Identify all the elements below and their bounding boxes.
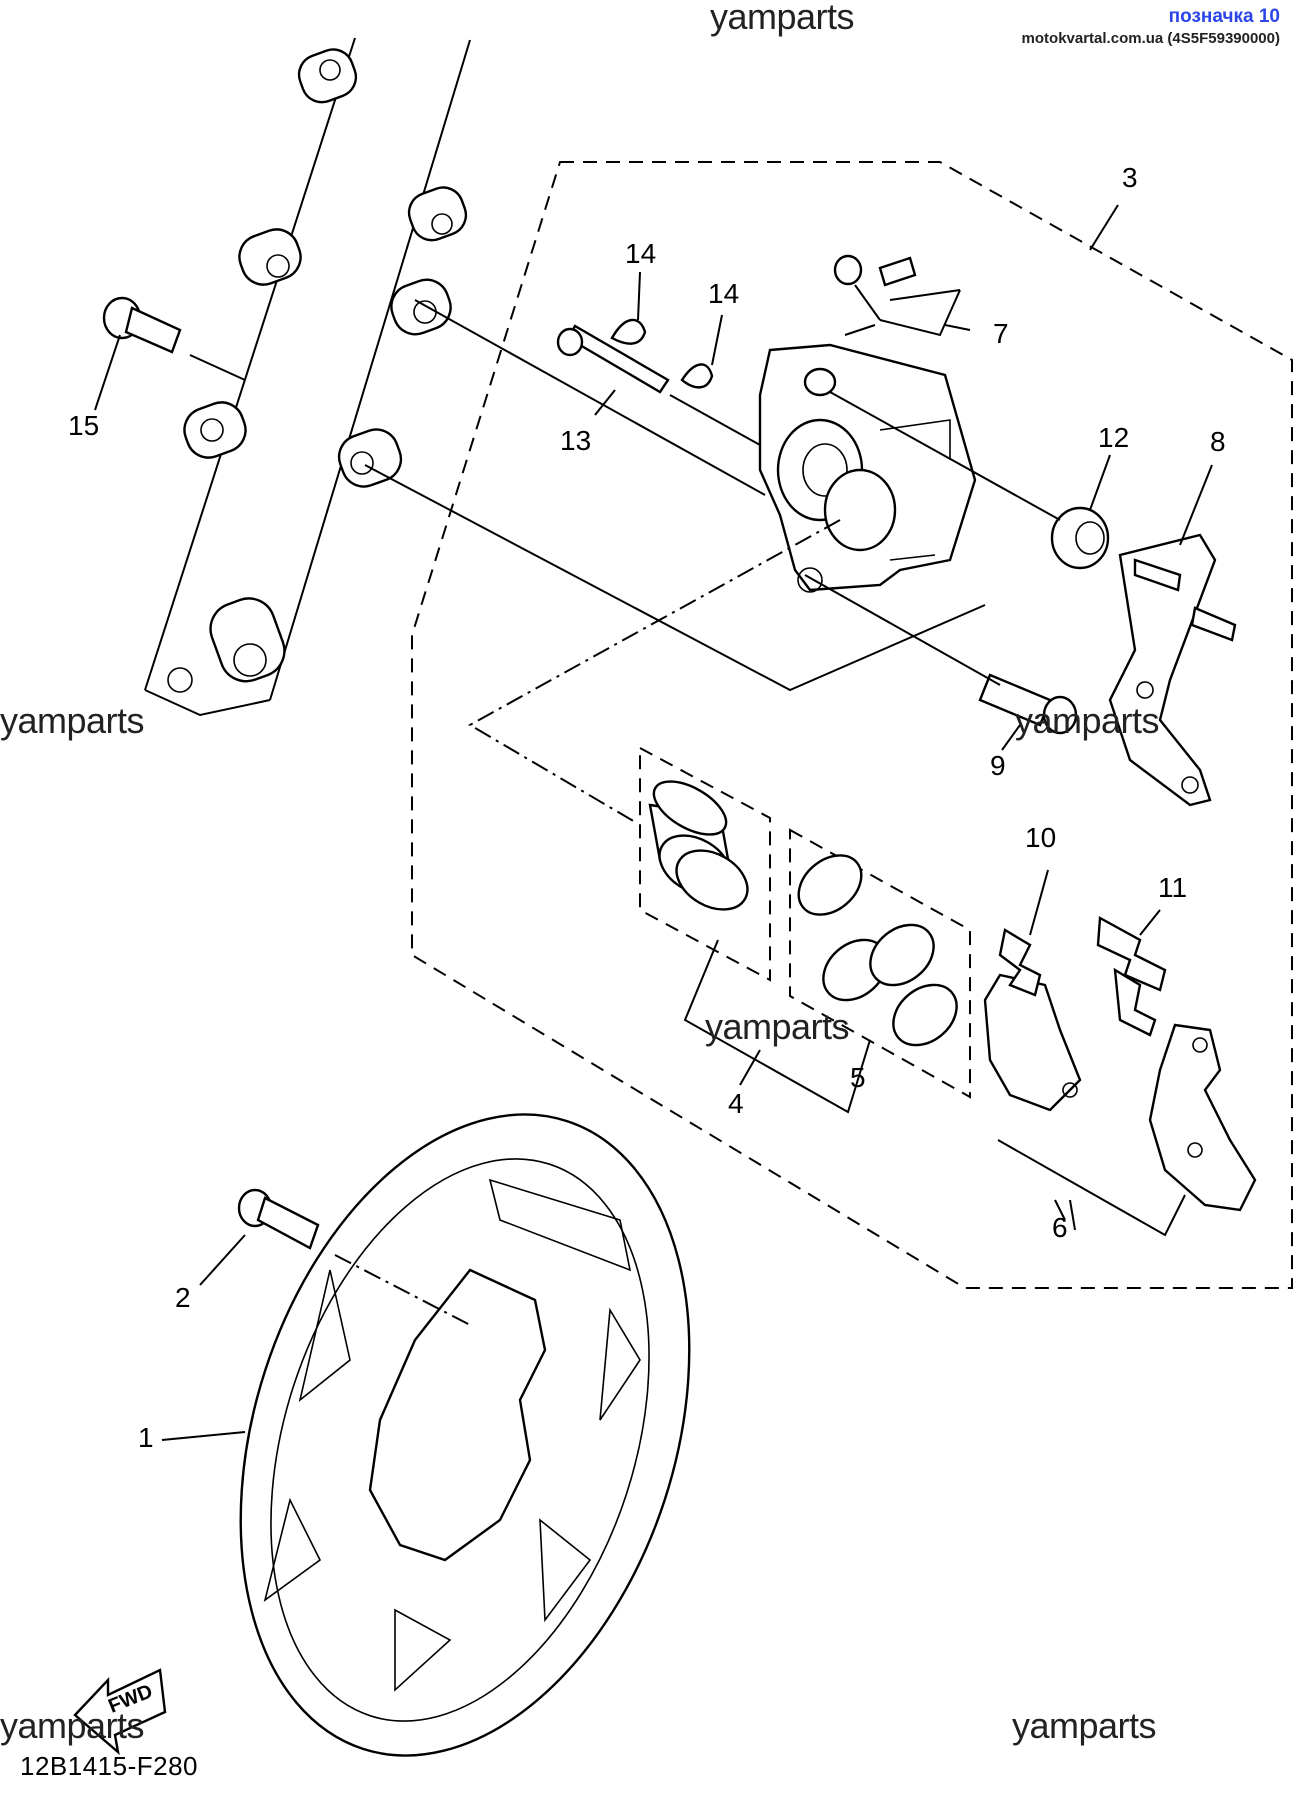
caliper-assembly-boundary bbox=[411, 161, 1293, 1289]
callout-6: 6 bbox=[1052, 1212, 1068, 1243]
callout-3: 3 bbox=[1122, 162, 1138, 193]
watermark: yamparts bbox=[0, 1705, 145, 1746]
piston-group-boundary bbox=[639, 746, 771, 982]
source-header: позначка 10 motokvartal.com.ua (4S5F5939… bbox=[1022, 6, 1280, 47]
watermark: yamparts bbox=[1012, 1705, 1157, 1746]
callout-7: 7 bbox=[993, 318, 1009, 349]
leader-15 bbox=[94, 334, 121, 411]
bolt-15 bbox=[102, 296, 246, 381]
leader-7 bbox=[944, 324, 971, 331]
fwd-arrow-icon bbox=[73, 1668, 167, 1756]
callout-1: 1 bbox=[138, 1422, 154, 1453]
leader-8 bbox=[1179, 464, 1213, 546]
seal-5d bbox=[892, 983, 958, 1047]
clip-14a bbox=[610, 318, 647, 345]
leader-14a bbox=[637, 271, 641, 321]
brake-pad-6b bbox=[1148, 1023, 1257, 1212]
callout-9: 9 bbox=[990, 750, 1006, 781]
leader-1 bbox=[161, 1431, 246, 1441]
clip-14b bbox=[680, 363, 714, 389]
leader-14b bbox=[711, 314, 723, 366]
seal-5a bbox=[797, 854, 863, 916]
leader-13 bbox=[594, 389, 616, 416]
leader-12 bbox=[1089, 454, 1111, 511]
pad-spring-10 bbox=[998, 928, 1042, 997]
header-site-text: motokvartal.com.ua (4S5F59390000) bbox=[1021, 30, 1280, 47]
callout-5: 5 bbox=[850, 1062, 866, 1093]
watermark: yamparts bbox=[0, 700, 145, 741]
piston-4b bbox=[675, 849, 749, 911]
pad-spring-11 bbox=[1096, 916, 1167, 1037]
callout-14a: 14 bbox=[625, 238, 657, 269]
seal-5c bbox=[869, 923, 935, 987]
pin-13 bbox=[556, 324, 761, 446]
watermark: yamparts bbox=[1015, 700, 1160, 741]
seal-group-boundary bbox=[789, 828, 971, 1099]
callout-13: 13 bbox=[560, 425, 592, 456]
callout-15: 15 bbox=[68, 410, 100, 441]
diagram-code: 12B1415-F280 bbox=[20, 1751, 199, 1781]
axis-line-bolt bbox=[414, 299, 766, 496]
caliper-bracket-8 bbox=[1108, 533, 1237, 807]
callout-2: 2 bbox=[175, 1282, 191, 1313]
callout-14b: 14 bbox=[708, 278, 740, 309]
callout-4: 4 bbox=[728, 1088, 744, 1119]
watermark: yamparts bbox=[705, 1006, 850, 1047]
leader-6 bbox=[1054, 1199, 1066, 1221]
fork-leg bbox=[144, 37, 471, 717]
caliper-body bbox=[758, 343, 977, 593]
brake-disc-1 bbox=[239, 1113, 691, 1757]
leader-10 bbox=[1029, 869, 1049, 936]
callout-12: 12 bbox=[1098, 422, 1130, 453]
slide-bolt-9 bbox=[804, 574, 1078, 735]
axis-line-upper bbox=[364, 464, 986, 692]
leader-11 bbox=[1139, 909, 1161, 936]
header-link[interactable]: позначка 10 bbox=[1168, 6, 1280, 27]
callout-8: 8 bbox=[1210, 426, 1226, 457]
brake-pad-6a bbox=[983, 973, 1082, 1112]
callout-10: 10 bbox=[1025, 822, 1057, 853]
disc-bolt-2 bbox=[237, 1188, 471, 1326]
boot-12 bbox=[1050, 506, 1110, 570]
bleeder-screw-7 bbox=[833, 254, 961, 337]
watermark: yamparts bbox=[710, 0, 855, 37]
leader-2 bbox=[199, 1234, 246, 1286]
leader-3 bbox=[1089, 204, 1119, 251]
leader-9 bbox=[1001, 724, 1021, 751]
piston-axis-line bbox=[467, 519, 841, 823]
callout-11: 11 bbox=[1158, 872, 1188, 903]
